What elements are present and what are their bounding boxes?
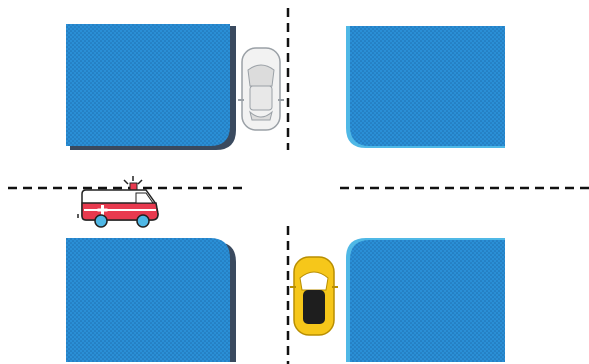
block-top-right (346, 26, 505, 148)
yellow-car (290, 257, 338, 335)
block-top-left (66, 24, 236, 150)
block-bottom-right (346, 238, 505, 362)
car-icon (238, 48, 284, 130)
car-icon (290, 257, 338, 335)
white-car (238, 48, 284, 130)
block-bottom-left (66, 238, 236, 362)
